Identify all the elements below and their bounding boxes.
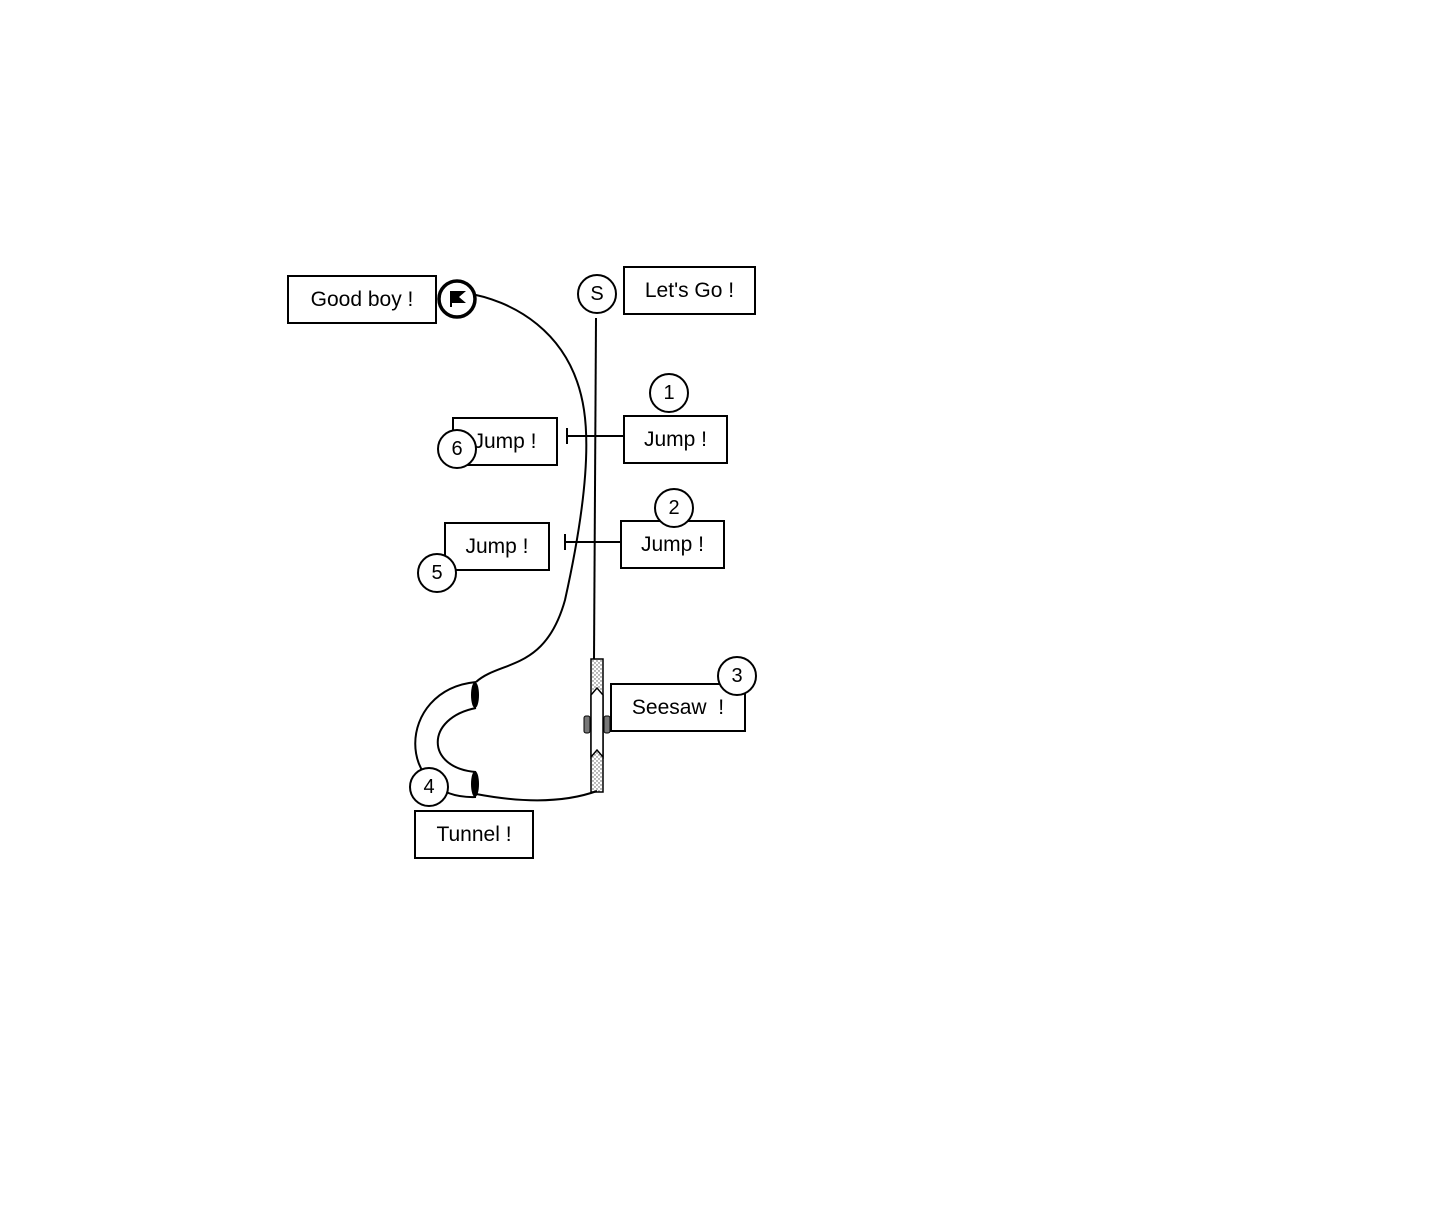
obstacle-number-6: 6 (437, 429, 477, 469)
callout-lets-go: Let's Go ! (623, 266, 756, 315)
jump-bar-2-5 (564, 534, 623, 550)
callout-good-boy: Good boy ! (287, 275, 437, 324)
obstacle-number-4: 4 (409, 767, 449, 807)
obstacle-number-2: 2 (654, 488, 694, 528)
callout-tunnel: Tunnel ! (414, 810, 534, 859)
obstacle-number-3: 3 (717, 656, 757, 696)
dog-path-tunnel-to-finish (465, 292, 588, 683)
dog-path-start-to-seesaw (593, 317, 597, 661)
seesaw-obstacle (583, 658, 611, 793)
callout-jump-5: Jump ! (444, 522, 550, 571)
obstacle-number-5: 5 (417, 553, 457, 593)
finish-marker (437, 279, 477, 319)
start-marker: S (577, 274, 617, 314)
tunnel-obstacle (414, 681, 479, 799)
dog-path-seesaw-to-tunnel (475, 790, 598, 802)
obstacle-number-1: 1 (649, 373, 689, 413)
callout-jump-1: Jump ! (623, 415, 728, 464)
finish-flag-icon (450, 291, 466, 307)
